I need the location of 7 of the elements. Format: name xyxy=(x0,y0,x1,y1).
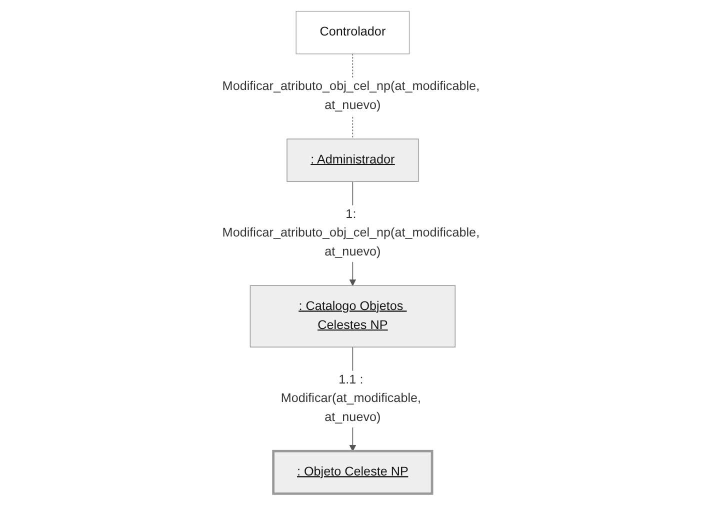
edge-label: 1.1 : Modificar(at_modificable, at_nuevo) xyxy=(280,373,421,424)
edge-label: Modificar_atributo_obj_cel_np(at_modificable, at_nuevo) xyxy=(222,80,480,112)
node-box: : Catalogo Objetos Celestes NP xyxy=(250,285,456,348)
node-box: : Administrador xyxy=(286,138,419,182)
node-box: Controlador xyxy=(296,10,410,54)
node-box: : Objeto Celeste NP xyxy=(272,450,434,495)
edge-label: 1: Modificar_atributo_obj_cel_np(at_modificable, at_nuevo) xyxy=(222,208,480,259)
